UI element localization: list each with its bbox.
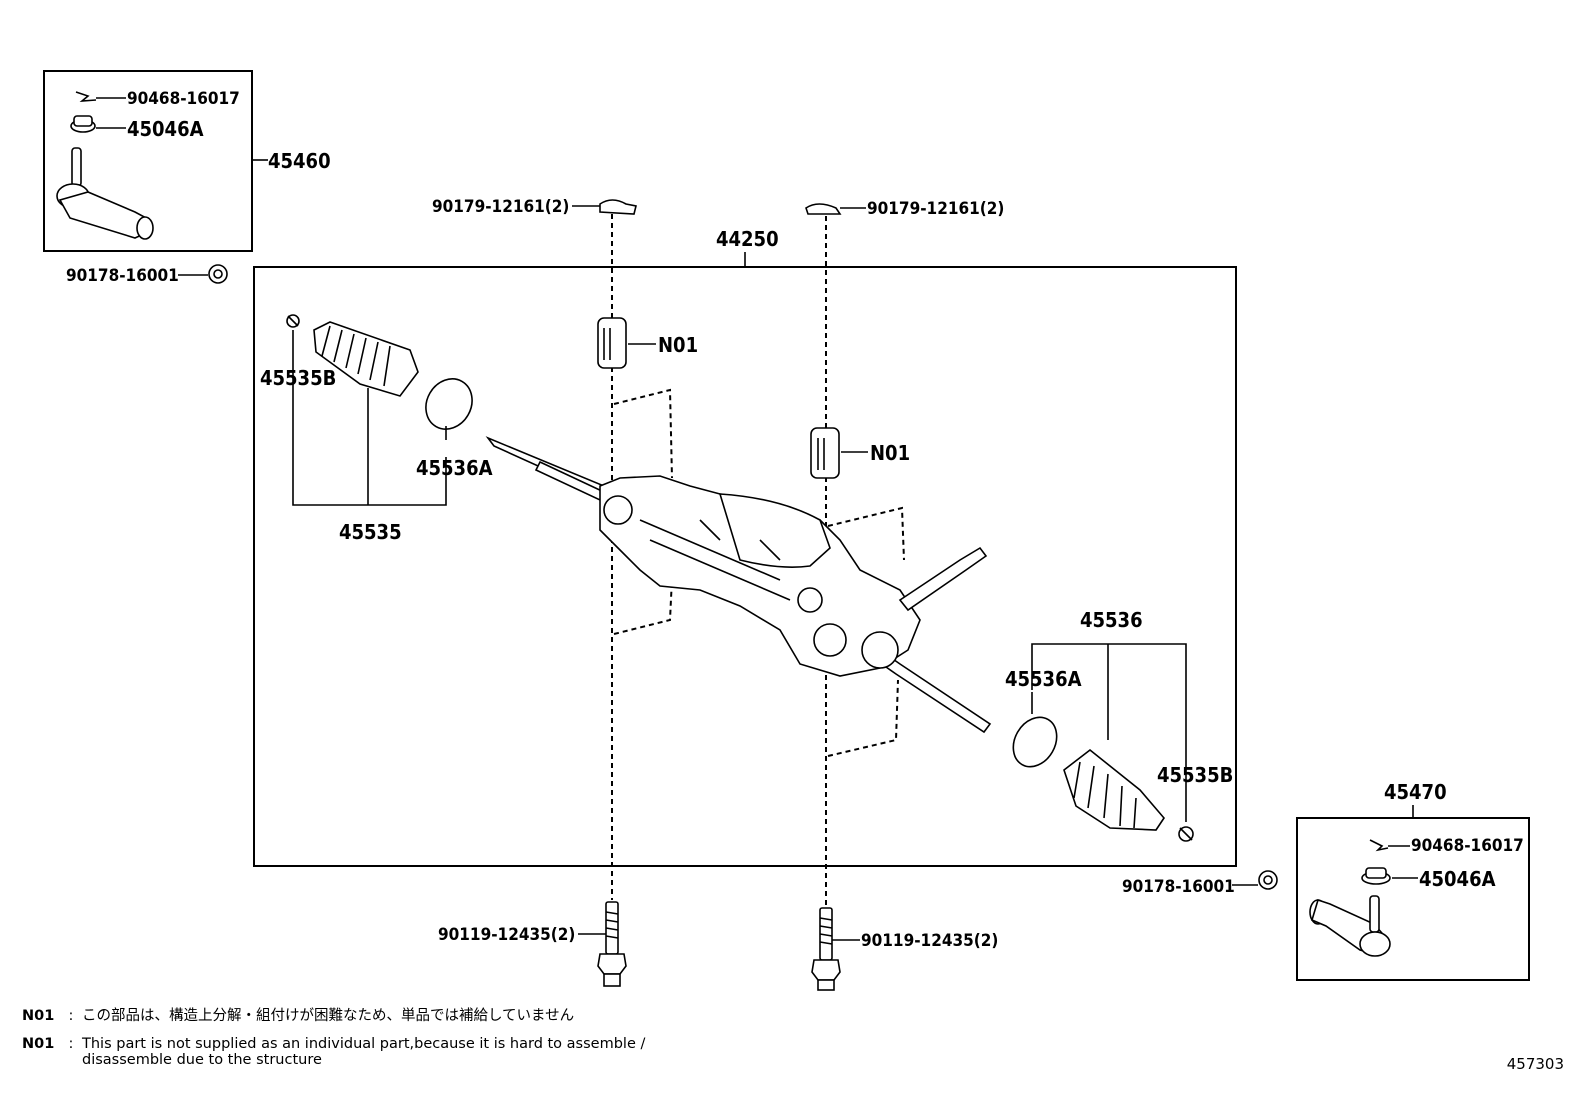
tie-rod-end-right-icon [1309, 895, 1391, 957]
note-code: N01 [22, 1008, 55, 1024]
cotter-pin-left-icon [75, 91, 97, 102]
clip-left-icon [286, 314, 300, 328]
gear-assembly-box [253, 266, 1237, 867]
label-90468-16017-left: 90468-16017 [127, 89, 240, 109]
bolt-right-icon [811, 907, 841, 991]
figure-number: 457303 [1506, 1055, 1564, 1073]
label-45536a-right: 45536A [1005, 667, 1082, 691]
bracket-left-icon [599, 199, 637, 215]
label-90178-16001-left: 90178-16001 [66, 266, 179, 286]
label-45535b-right: 45535B [1157, 763, 1233, 787]
label-45460: 45460 [268, 149, 331, 173]
clip-right-icon [1178, 826, 1194, 842]
tie-rod-end-left-icon [56, 147, 154, 240]
note-code: N01 [22, 1036, 55, 1052]
label-45046a-right: 45046A [1419, 867, 1496, 891]
grommet-1-icon [597, 317, 627, 369]
label-90468-16017-right: 90468-16017 [1411, 836, 1524, 856]
label-n01-2: N01 [870, 441, 910, 465]
grommet-region-2b [827, 679, 899, 757]
note-text: この部品は、構造上分解・組付けが困難なため、単品では補給していません [82, 1008, 575, 1024]
label-45535: 45535 [339, 520, 402, 544]
note-separator: : [68, 1008, 74, 1024]
label-n01-1: N01 [658, 333, 698, 357]
grommet-region-1 [613, 388, 673, 479]
label-90179-12161-left: 90179-12161(2) [432, 197, 569, 217]
label-45046a-left: 45046A [127, 117, 204, 141]
label-45536a-left: 45536A [416, 456, 493, 480]
tie-rod-end-left-box [43, 70, 253, 252]
boot-clamp-left-icon [425, 378, 473, 430]
cotter-pin-right-icon [1369, 839, 1389, 852]
grommet-2-icon [810, 427, 840, 479]
bracket-right-icon [805, 203, 842, 215]
note-n01-english: N01: This part is not supplied as an indi… [22, 1036, 645, 1052]
boot-right-icon [1063, 748, 1166, 831]
note-text-line-2: disassemble due to the structure [82, 1052, 322, 1068]
note-n01-japanese: N01: この部品は、構造上分解・組付けが困難なため、単品では補給していません [22, 1008, 574, 1024]
label-45470: 45470 [1384, 780, 1447, 804]
note-n01-english-line2: disassemble due to the structure [82, 1052, 322, 1068]
label-45536: 45536 [1080, 608, 1143, 632]
label-45535b-left: 45535B [260, 366, 336, 390]
note-separator: : [68, 1036, 74, 1052]
nut-left-icon [208, 264, 228, 284]
label-90119-12435-left: 90119-12435(2) [438, 925, 575, 945]
label-90178-16001-right: 90178-16001 [1122, 877, 1235, 897]
castle-nut-right-icon [1361, 867, 1391, 885]
steering-rack-icon [485, 436, 992, 734]
boot-left-icon [313, 321, 419, 397]
boot-clamp-right-icon [1012, 716, 1058, 768]
grommet-region-2 [827, 506, 905, 561]
nut-right-icon [1258, 870, 1278, 890]
grommet-region-1b [613, 577, 673, 635]
tie-rod-end-right-box [1296, 817, 1530, 981]
label-44250: 44250 [716, 227, 779, 251]
bolt-left-icon [597, 901, 627, 987]
castle-nut-left-icon [70, 115, 96, 133]
label-90119-12435-right: 90119-12435(2) [861, 931, 998, 951]
note-text-line-1: This part is not supplied as an individu… [82, 1036, 646, 1052]
label-90179-12161-right: 90179-12161(2) [867, 199, 1004, 219]
